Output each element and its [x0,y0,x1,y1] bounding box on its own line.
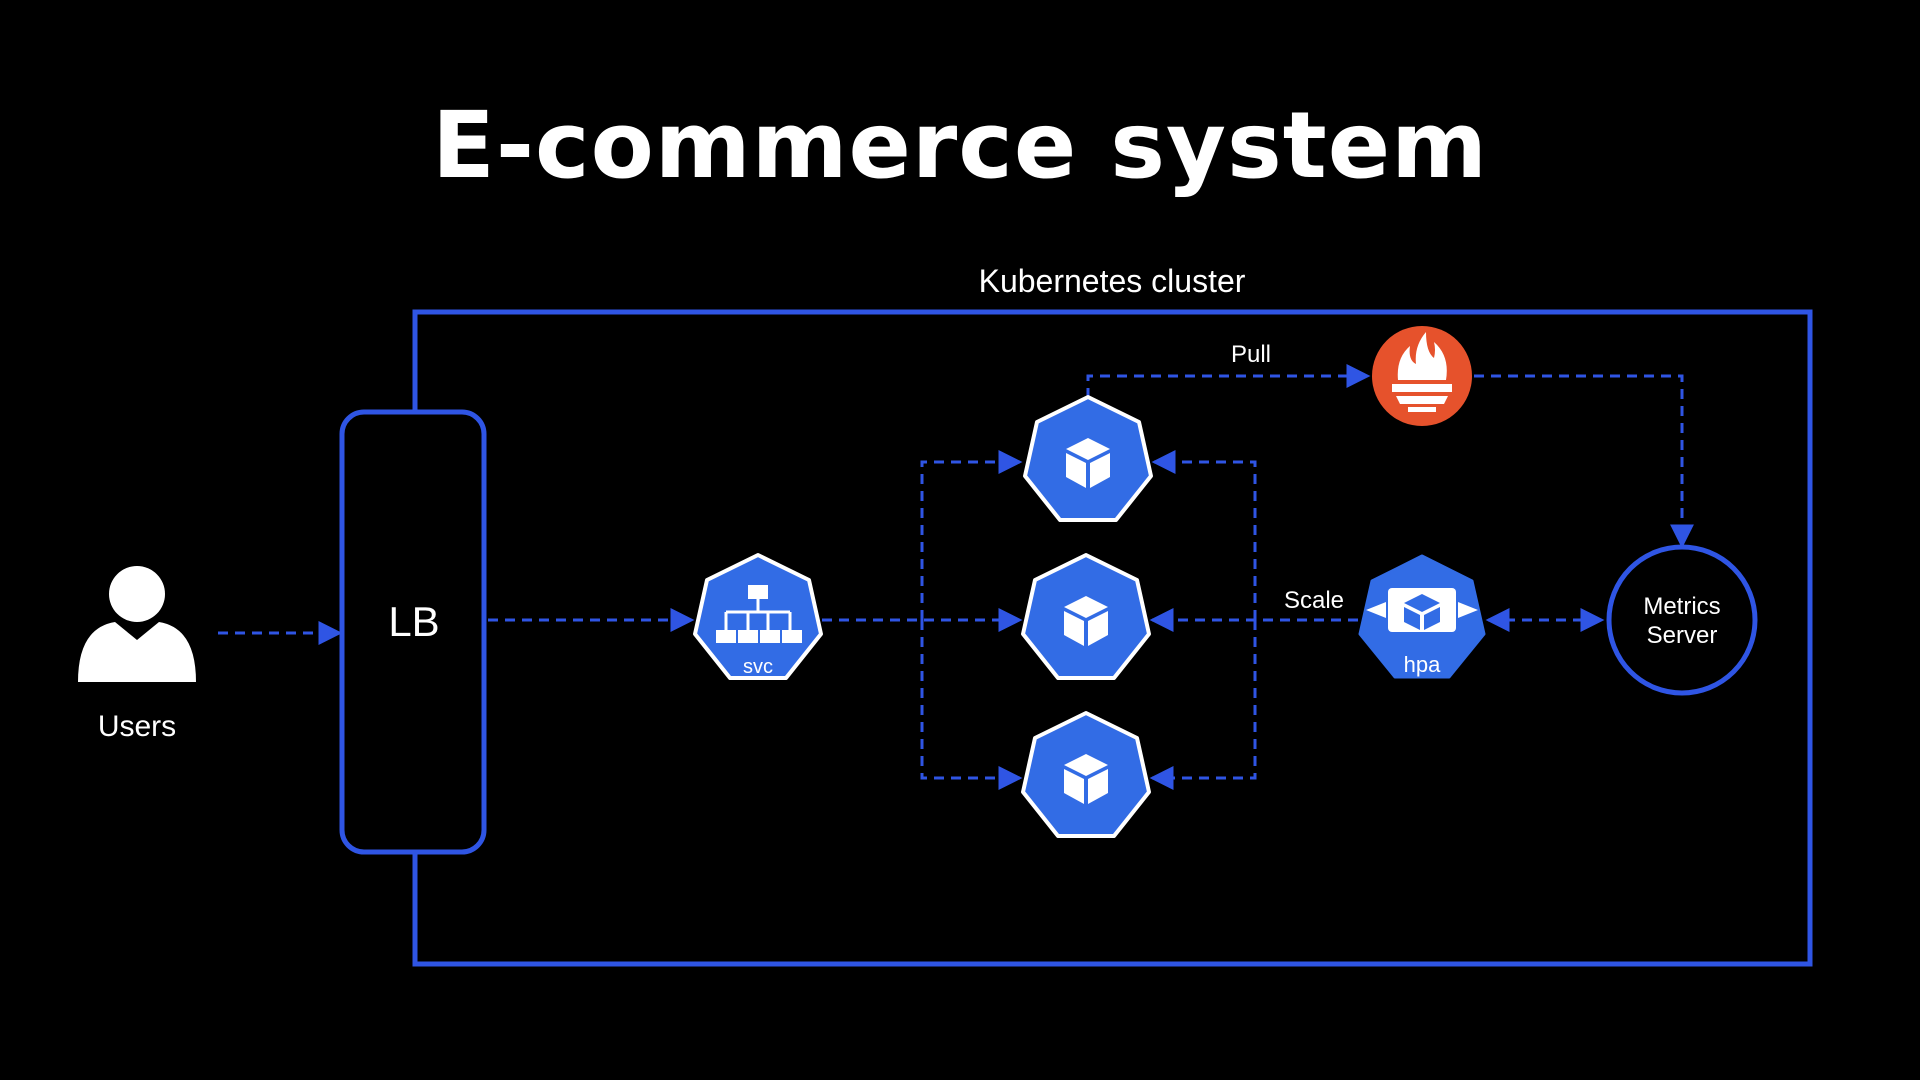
pull-label: Pull [1231,341,1271,368]
scale-label: Scale [1284,587,1344,614]
prometheus-icon [1372,326,1472,426]
connector-lines [218,364,1694,790]
hpa-to-pod1-arrow [1151,450,1257,620]
hpa-label: hpa [1404,652,1441,677]
metrics-server-label-line2: Server [1647,622,1718,649]
hpa-icon [1358,554,1486,679]
service-icon [693,553,823,680]
svc-to-pod1-arrow [920,450,1023,620]
cluster-label: Kubernetes cluster [979,263,1246,299]
pod-icon [1023,395,1153,522]
lb-label: LB [388,598,439,645]
pod-icon [1021,711,1151,838]
pod-icon [1021,553,1151,680]
pull-arrow [1086,364,1371,398]
svc-to-pod3-arrow [920,620,1023,790]
hpa-to-pod3-arrow [1149,620,1257,790]
user-icon [78,566,196,682]
metrics-server-circle [1606,544,1758,696]
svc-label: svc [743,656,773,678]
metrics-server-label-line1: Metrics [1643,593,1720,620]
diagram-title: E-commerce system [432,92,1488,199]
users-label: Users [98,710,176,743]
prometheus-to-metrics-arrow [1474,374,1694,549]
